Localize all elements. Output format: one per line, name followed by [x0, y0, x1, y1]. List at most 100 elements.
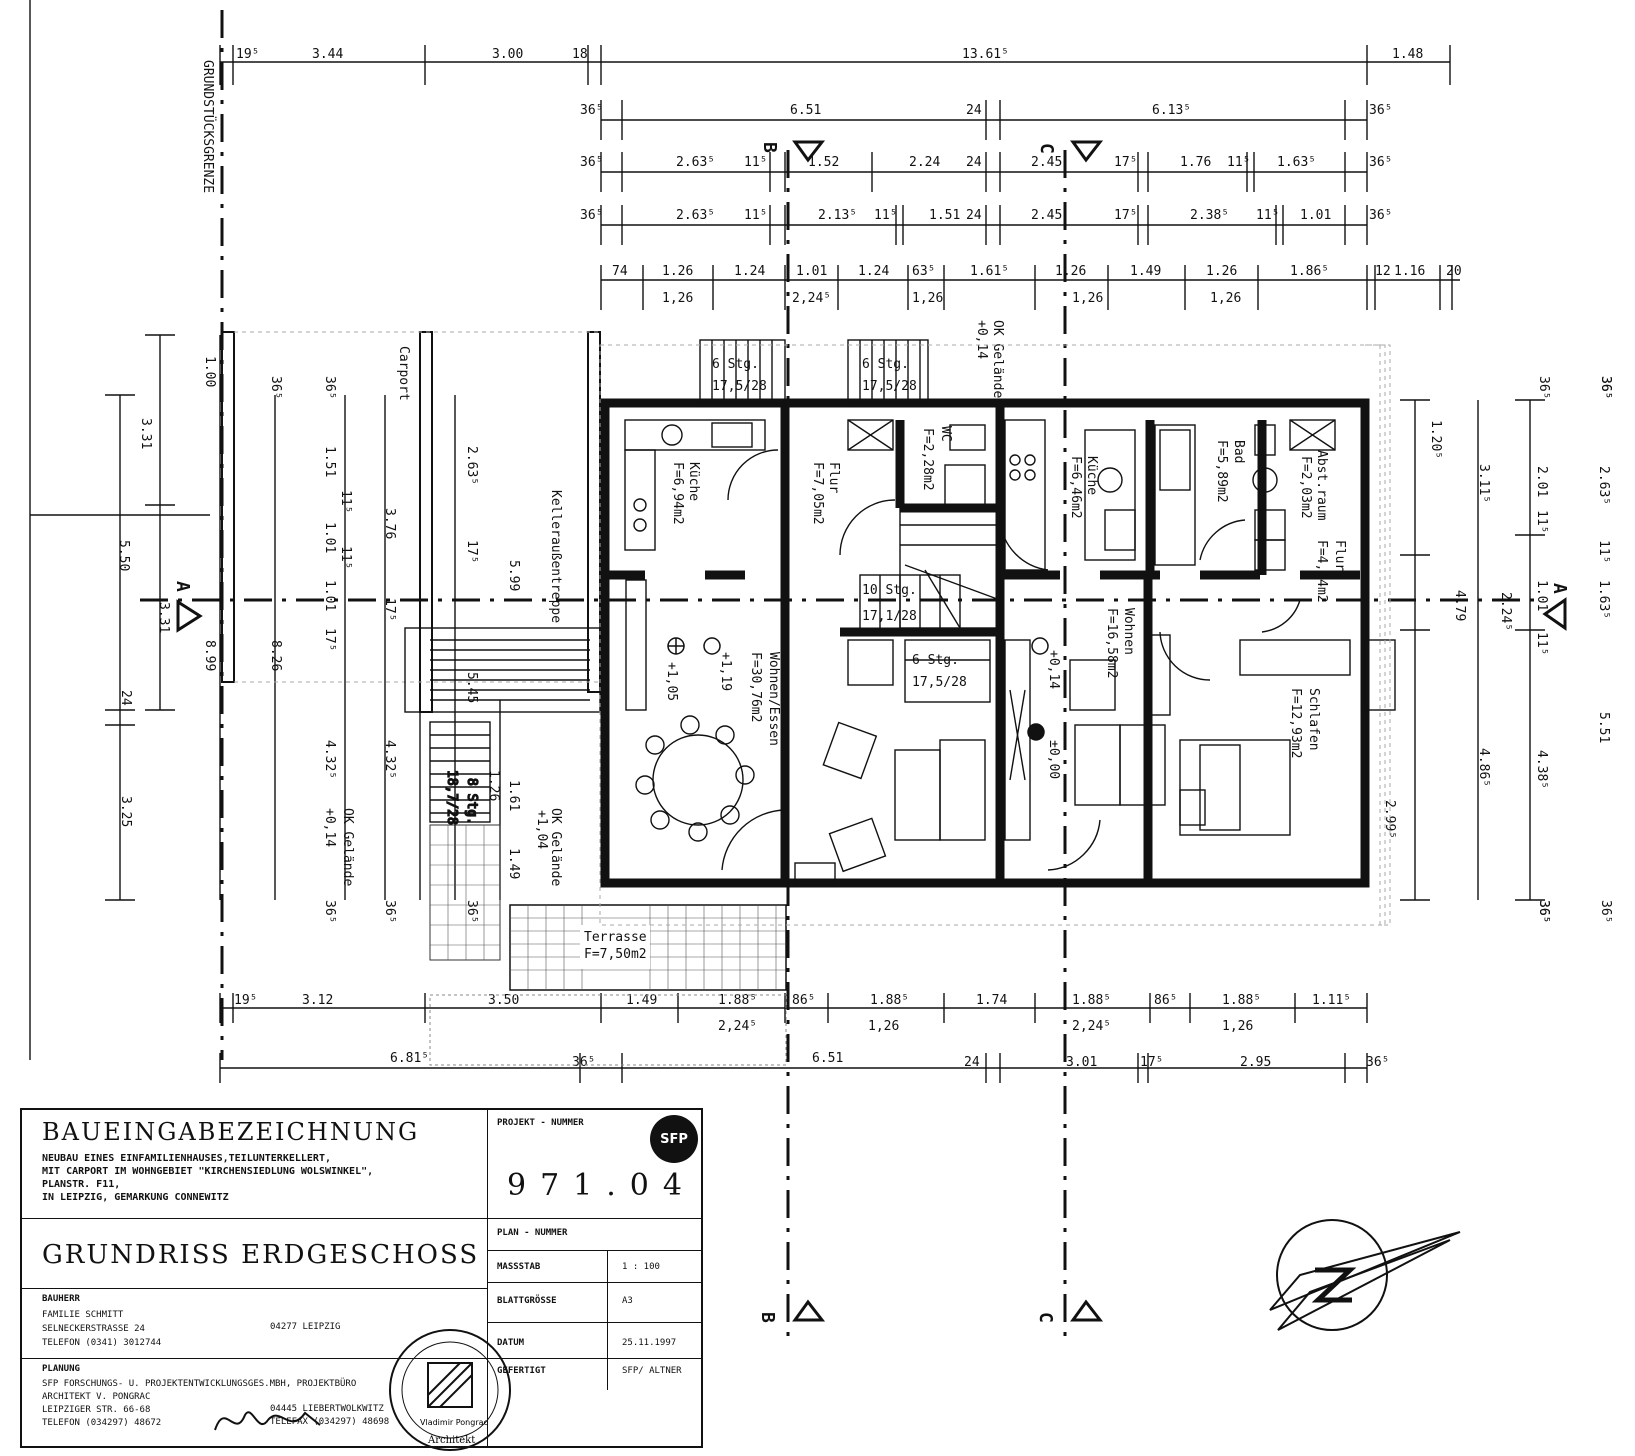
room-name-wc: WC — [938, 426, 953, 442]
stair-label: 6 Stg. — [912, 653, 959, 668]
dim-label: 1.76 — [1180, 155, 1211, 170]
carport-label: Carport — [396, 346, 411, 401]
projekt-number: 971.04 — [507, 1168, 696, 1203]
dim-label: 2.01 — [1534, 466, 1549, 497]
dim-label: 11⁵ — [744, 155, 767, 170]
dim-label: 3.12 — [302, 993, 333, 1008]
dim-label: 1.20⁵ — [1428, 420, 1443, 459]
section-marker-c-bottom — [1070, 1299, 1104, 1322]
room-name-flur2: Flur — [1332, 540, 1347, 571]
room-name-abstellraum: Abst.raum — [1314, 450, 1329, 521]
level-symbol — [1027, 723, 1045, 741]
dim-label: 36⁵ — [1369, 208, 1392, 223]
boundary-label: GRUNDSTÜCKSGRENZE — [200, 60, 217, 193]
cellar-stair-label: Kelleraußentreppe — [548, 490, 563, 623]
furniture — [624, 419, 1351, 873]
terrace-label: Terrasse — [584, 930, 647, 945]
dim-label: 6.51 — [812, 1051, 843, 1066]
stair-ratio: 17,5/28 — [862, 379, 917, 394]
gefertigt-label: GEFERTIGT — [497, 1366, 546, 1376]
dim-label: 3.25 — [118, 796, 133, 827]
level-value: +1,04 — [534, 810, 549, 849]
section-marker-a-left — [176, 599, 203, 633]
stair-ratio: 17,5/28 — [712, 379, 767, 394]
bauherr-label: BAUHERR — [42, 1294, 80, 1304]
dimension-labels-bottom: 19⁵ 3.12 3.50 1.49 1.88⁵ 86⁵ 1.88⁵ 1.74 … — [234, 993, 1389, 1070]
dim-label: 36⁵ — [580, 103, 603, 118]
bauherr-block: FAMILIE SCHMITT SELNECKERSTRASSE 24 TELE… — [42, 1308, 161, 1350]
dim-label: 36⁵ — [1536, 900, 1551, 923]
property-boundary: GRUNDSTÜCKSGRENZE — [29, 0, 224, 1060]
stair-labels: 6 Stg. 17,5/28 6 Stg. 17,5/28 10 Stg. 17… — [712, 357, 967, 690]
dim-label: 3.11⁵ — [1476, 464, 1491, 503]
planung-block: SFP FORSCHUNGS- U. PROJEKTENTWICKLUNGSGE… — [42, 1378, 356, 1430]
dim-label: 1.61 — [506, 780, 521, 811]
dim-label: 1.63⁵ — [1277, 155, 1316, 170]
room-name-schlafen: Schlafen — [1306, 688, 1321, 751]
room-area-wohnen2: F=16,58m2 — [1104, 608, 1119, 678]
planung-city: 04445 LIEBERTWOLKWITZ — [270, 1404, 384, 1414]
dim-label: 1,26 — [1072, 291, 1103, 306]
project-description: NEUBAU EINES EINFAMILIENHAUSES,TEILUNTER… — [42, 1152, 373, 1204]
room-area-wc: F=2,28m2 — [920, 428, 935, 491]
dim-label: 1.48 — [1392, 47, 1423, 62]
dimension-labels-top: 19⁵ 3.44 3.00 18 13.61⁵ 1.48 36⁵ 6.51 24… — [236, 47, 1462, 306]
level-symbol — [703, 637, 721, 655]
bauherr-line: SELNECKERSTRASSE 24 — [42, 1324, 145, 1334]
building-walls — [599, 339, 1396, 926]
level-value: +1,19 — [718, 652, 733, 691]
stair-label: 10 Stg. — [862, 583, 917, 598]
dim-label: 36⁵ — [1369, 155, 1392, 170]
architect-stamp: Vladimir Pongrac Architekt — [389, 1329, 511, 1451]
room-name-wohnen2: Wohnen — [1121, 608, 1136, 655]
room-area-kueche1: F=6,94m2 — [670, 462, 685, 525]
dim-label: 1.01 — [1300, 208, 1331, 223]
stair-label: 6 Stg. — [862, 357, 909, 372]
planung-line: LEIPZIGER STR. 66-68 — [42, 1405, 151, 1415]
dim-label: 5.45 — [464, 672, 479, 703]
level-label: OK Gelände — [548, 808, 563, 886]
room-area-bad: F=5,89m2 — [1214, 440, 1229, 503]
dim-label: 6.81⁵ — [390, 1051, 429, 1066]
title-block: BAUEINGABEZEICHNUNG NEUBAU EINES EINFAMI… — [20, 1108, 703, 1448]
dim-label: 11⁵ — [874, 208, 897, 223]
datum-label: DATUM — [497, 1338, 525, 1348]
dim-label: 24 — [966, 103, 982, 118]
dim-label: 86⁵ — [1154, 993, 1177, 1008]
dim-label: 1.24 — [858, 264, 889, 279]
dim-label: 1.74 — [976, 993, 1007, 1008]
dim-label: 36⁵ — [382, 900, 397, 923]
dim-label: 17⁵ — [1114, 155, 1137, 170]
dim-label: 4.79 — [1452, 590, 1467, 621]
dim-label: 3.00 — [492, 47, 523, 62]
dim-label: 4.32⁵ — [322, 740, 337, 779]
dim-label: 11⁵ — [338, 490, 353, 513]
bauherr-line: FAMILIE SCHMITT — [42, 1310, 124, 1320]
dim-label: 1,26 — [912, 291, 943, 306]
dim-label: 2.38⁵ — [1190, 208, 1229, 223]
planung-label: PLANUNG — [42, 1364, 80, 1374]
dim-label: 1.49 — [626, 993, 657, 1008]
projekt-label: PROJEKT - NUMMER — [497, 1118, 584, 1128]
dim-label: 2,24⁵ — [1072, 1019, 1111, 1034]
room-name-flur1: Flur — [826, 462, 841, 493]
dim-label: 1.86⁵ — [1290, 264, 1329, 279]
dim-label: 11⁵ — [1227, 155, 1250, 170]
section-label-c-bottom: C — [1035, 1312, 1056, 1323]
section-label-b-top: B — [759, 142, 780, 153]
bauherr-line: TELEFON (0341) 3012744 — [42, 1338, 162, 1348]
dim-label: 19⁵ — [236, 47, 259, 62]
gefertigt-value: SFP/ ALTNER — [622, 1366, 682, 1376]
blatt-label: BLATTGRÖSSE — [497, 1296, 557, 1306]
room-name-bad: Bad — [1231, 440, 1246, 463]
dim-label: 1.11⁵ — [1312, 993, 1351, 1008]
dim-label: 19⁵ — [234, 993, 257, 1008]
dim-label: 20 — [1446, 264, 1462, 279]
dim-label: 1.24 — [734, 264, 765, 279]
dim-label: 1.88⁵ — [718, 993, 757, 1008]
dim-label: 36⁵ — [1598, 900, 1613, 923]
dim-label: 5.51 — [1596, 712, 1611, 743]
dim-label: 1.01 — [322, 580, 337, 611]
planung-line: TELEFON (034297) 48672 — [42, 1418, 162, 1428]
dim-label: 1.16 — [1394, 264, 1425, 279]
